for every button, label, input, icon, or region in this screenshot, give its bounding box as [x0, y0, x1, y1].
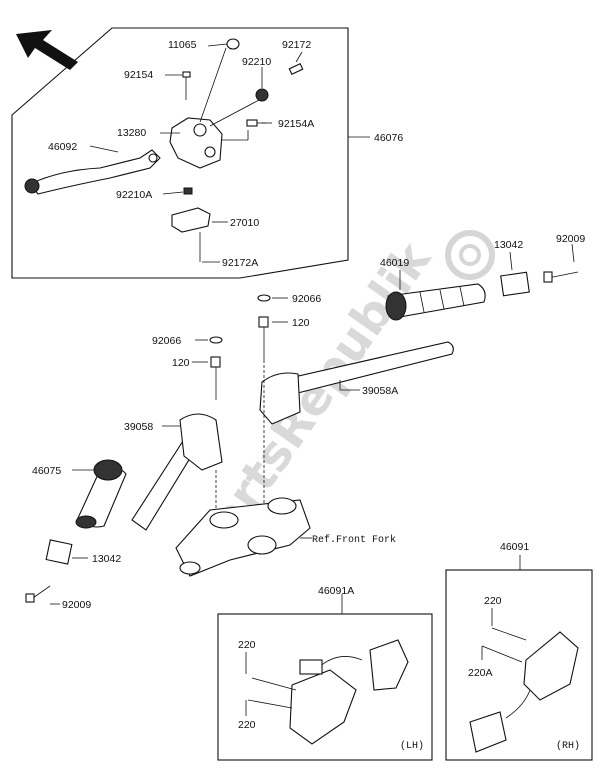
rh-switch-parts — [469, 608, 579, 753]
rh-tag: (RH) — [556, 740, 580, 752]
arrow-up-left-icon — [16, 30, 78, 70]
label-220-lh-bottom: 220 — [238, 719, 256, 731]
label-92172A: 92172A — [222, 257, 258, 269]
label-92066-lower: 92066 — [152, 335, 181, 347]
label-220-rh: 220 — [484, 595, 502, 607]
lever-assembly-box — [11, 27, 349, 279]
label-13280: 13280 — [117, 127, 146, 139]
right-grip-parts — [385, 243, 579, 321]
label-39058: 39058 — [124, 421, 153, 433]
lh-tag: (LH) — [400, 740, 424, 752]
lh-switch-box — [217, 613, 433, 761]
label-92009-right: 92009 — [556, 233, 585, 245]
label-46019: 46019 — [380, 257, 409, 269]
handlebar-parts — [131, 294, 454, 577]
label-39058A: 39058A — [362, 385, 398, 397]
label-92210: 92210 — [242, 56, 271, 68]
label-13042-left: 13042 — [92, 553, 121, 565]
rh-switch-box — [445, 569, 593, 761]
label-120-lower: 120 — [172, 357, 190, 369]
label-92009-left: 92009 — [62, 599, 91, 611]
label-92154: 92154 — [124, 69, 153, 81]
label-13042-right: 13042 — [494, 239, 523, 251]
label-92154A: 92154A — [278, 118, 314, 130]
label-46091: 46091 — [500, 541, 529, 553]
label-46075: 46075 — [32, 465, 61, 477]
label-27010: 27010 — [230, 217, 259, 229]
ref-front-fork-label: Ref.Front Fork — [312, 534, 396, 546]
gear-icon — [445, 230, 495, 280]
left-grip-parts — [25, 459, 127, 605]
label-92066-upper: 92066 — [292, 293, 321, 305]
label-92172: 92172 — [282, 39, 311, 51]
label-11065: 11065 — [168, 39, 197, 51]
label-92210A: 92210A — [116, 189, 152, 201]
label-220-lh-top: 220 — [238, 639, 256, 651]
label-120-upper: 120 — [292, 317, 310, 329]
label-46076: 46076 — [374, 132, 403, 144]
label-46091A: 46091A — [318, 585, 354, 597]
lever-parts — [24, 38, 304, 263]
label-220A-rh: 220A — [468, 667, 493, 679]
label-46092: 46092 — [48, 141, 77, 153]
lh-switch-parts — [245, 639, 409, 745]
